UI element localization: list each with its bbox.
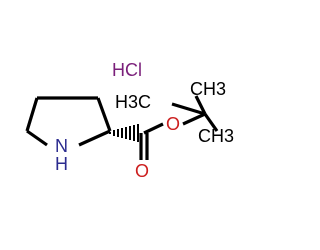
methyl-right-label: CH3 xyxy=(198,126,234,146)
ring-bond-left-n xyxy=(26,129,48,147)
tbutyl-bond-left xyxy=(171,102,206,116)
nitrogen-h-label: H xyxy=(55,154,68,174)
methyl-left-label: H3C xyxy=(115,92,151,112)
salt-label: HCl xyxy=(112,60,142,80)
ester-c-o-bond xyxy=(143,122,164,135)
molecule-structure-diagram: HCl N H O O CH3 H3C CH3 xyxy=(25,60,234,181)
nitrogen-label: N xyxy=(55,136,68,156)
carbonyl-oxygen-label: O xyxy=(135,161,149,181)
ester-o-c-bond xyxy=(182,112,206,126)
methyl-top-label: CH3 xyxy=(190,79,226,99)
hashed-wedge-bond xyxy=(109,124,139,142)
ring-bond-left xyxy=(25,97,39,132)
tbutyl-bond-right xyxy=(203,113,219,132)
ester-oxygen-label: O xyxy=(166,114,180,134)
ring-bond-n-right xyxy=(78,129,111,147)
tbutyl-bond-up xyxy=(194,95,207,115)
ring-bond-right xyxy=(96,97,112,132)
